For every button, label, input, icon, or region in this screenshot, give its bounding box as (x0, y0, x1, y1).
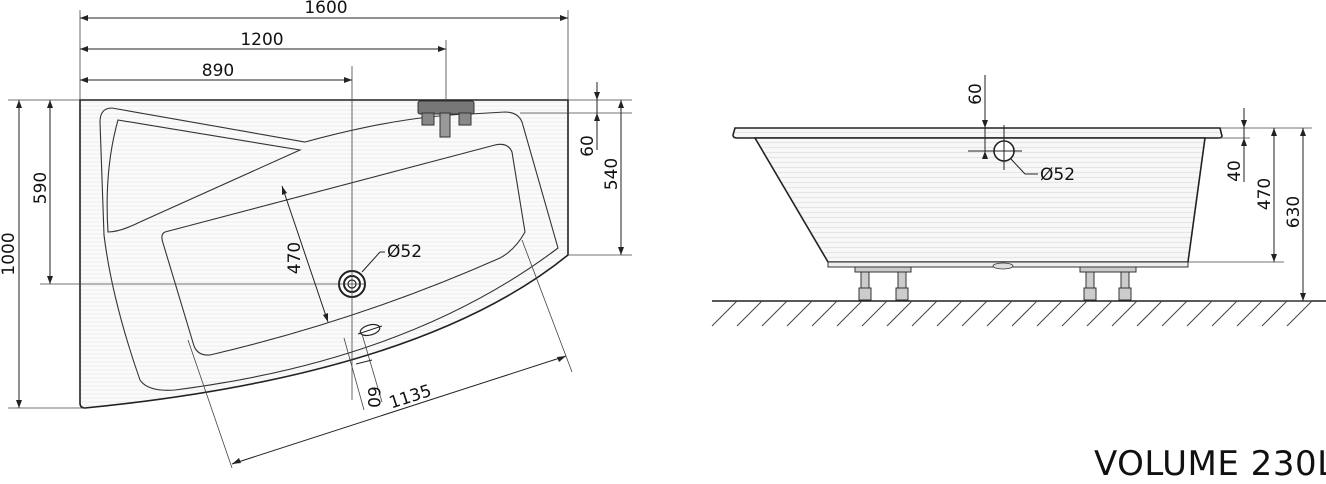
side-view: 60 Ø52 40 470 630 (711, 75, 1326, 327)
side-dim-drain-diameter: Ø52 (1040, 165, 1075, 185)
floor-hatch (711, 300, 1313, 327)
dim-width-drain: 890 (202, 61, 234, 81)
top-view: 1600 1200 890 1000 590 60 540 470 Ø52 (0, 0, 632, 469)
dim-rim-top: 60 (578, 135, 598, 157)
dim-depth-right: 540 (602, 158, 622, 190)
faucet-icon (417, 100, 475, 138)
dim-inner-width: 470 (285, 242, 305, 274)
dim-depth-total: 1000 (0, 232, 19, 275)
dim-drain-diameter: Ø52 (387, 242, 422, 262)
tub-legs (854, 266, 1137, 301)
tub-outline (79, 99, 569, 409)
armrest (106, 119, 302, 233)
dim-rim-front: 60 (363, 386, 383, 408)
dim-depth-drain: 590 (31, 172, 51, 204)
side-dim-rim-40: 40 (1225, 160, 1245, 182)
tub-body-side (753, 137, 1206, 263)
tub-rim-side (732, 127, 1223, 139)
dim-width-faucet: 1200 (240, 30, 283, 50)
dim-width-total: 1600 (304, 0, 347, 18)
dim-inner-length: 1135 (387, 381, 434, 413)
side-dim-depth: 470 (1255, 178, 1275, 210)
volume-label: VOLUME 230L (1094, 444, 1326, 484)
side-dim-height: 630 (1284, 196, 1304, 228)
side-dim-rim-60: 60 (966, 83, 986, 105)
overflow-hole-icon (968, 125, 1022, 170)
overflow-icon (357, 323, 383, 337)
basin-floor (161, 143, 526, 356)
